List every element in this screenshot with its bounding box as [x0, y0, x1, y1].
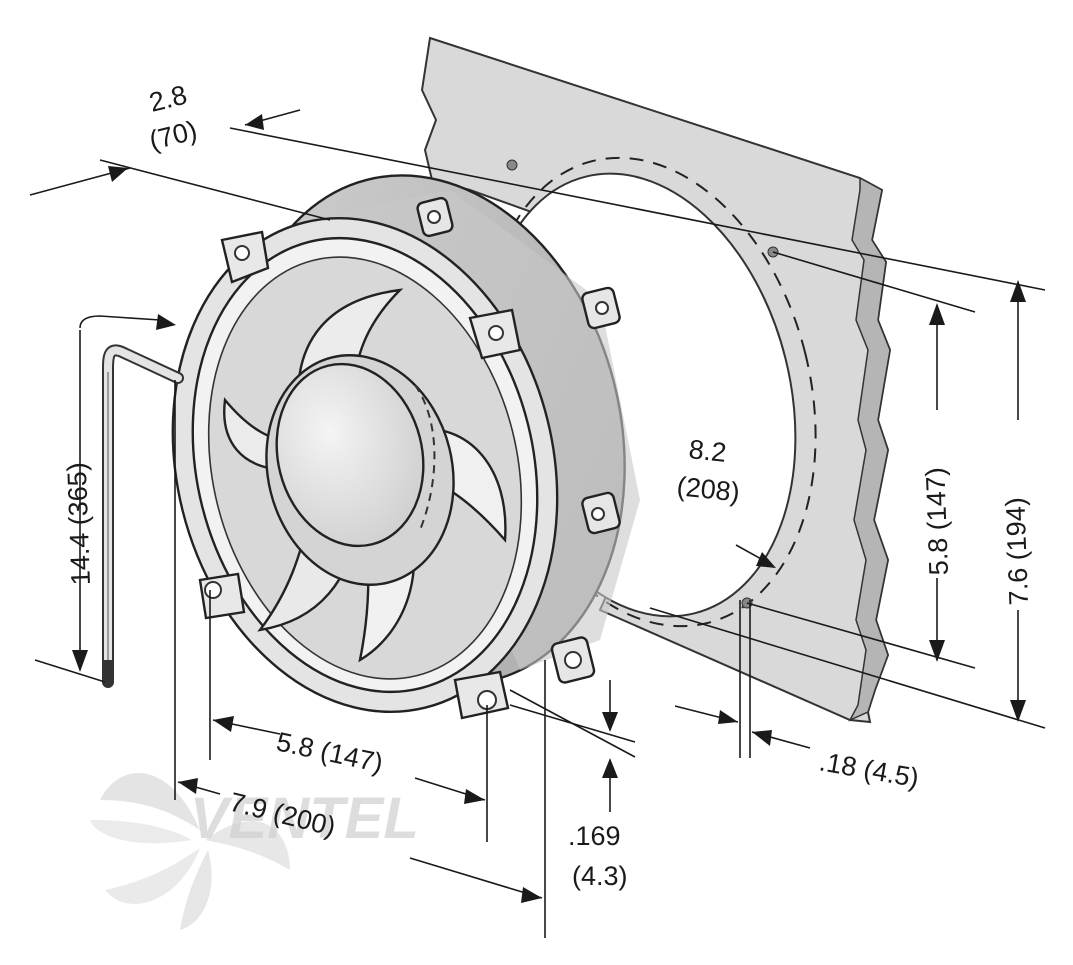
watermark: VENTEL	[90, 772, 419, 930]
front-mount-hole-tr	[488, 325, 504, 341]
cutout-dia-in-label: 8.2	[687, 434, 727, 468]
depth-mm-label: (70)	[146, 115, 200, 156]
dimension-lines	[29, 109, 1046, 938]
front-mount-hole-tl	[234, 245, 250, 261]
mount-hole-top	[506, 159, 518, 171]
cutout-dia-mm-label: (208)	[675, 471, 741, 507]
flange-thickness-mm-label: (4.3)	[572, 861, 628, 891]
cable-length-label: 14.4 (365)	[62, 462, 96, 586]
mount-hole-dia-label: .18 (4.5)	[817, 746, 921, 793]
front-mount-hole-bl	[204, 581, 222, 599]
depth-in-label: 2.8	[146, 80, 190, 118]
power-cable	[102, 344, 184, 688]
watermark-fan-icon	[90, 772, 290, 930]
overall-height-label: 7.6 (194)	[1000, 497, 1034, 606]
hole-spacing-horizontal-label: 5.8 (147)	[274, 727, 386, 779]
flange-thickness-in-label: .169	[568, 821, 621, 851]
fan-hub	[265, 354, 455, 586]
watermark-text: VENTEL	[190, 786, 419, 851]
hole-spacing-vertical-label: 5.8 (147)	[920, 467, 954, 576]
